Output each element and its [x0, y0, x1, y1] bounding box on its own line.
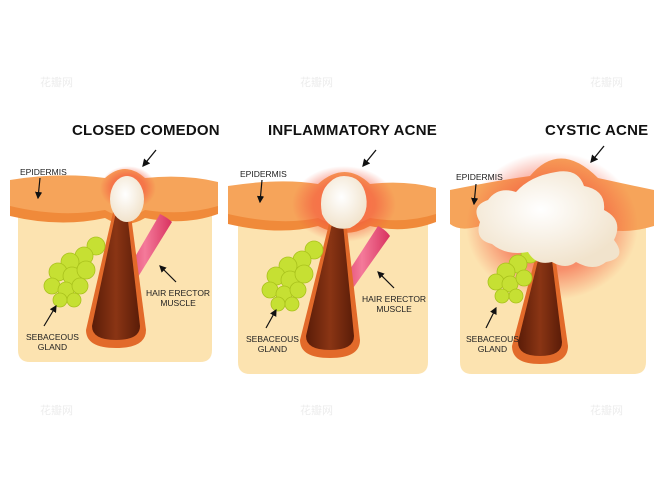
follicle	[306, 223, 354, 350]
gland-arrow	[265, 308, 277, 329]
muscle-arrow	[377, 271, 395, 289]
label-line: SEBACEOUS	[26, 332, 79, 342]
label-line: SEBACEOUS	[466, 334, 519, 344]
follicle	[518, 251, 562, 356]
panel-closed-comedon	[10, 149, 218, 362]
epidermis-arrow	[256, 179, 265, 204]
sebaceous-gland-label: SEBACEOUS GLAND	[246, 334, 299, 354]
panel-cystic-acne	[450, 145, 654, 374]
epidermis-label: EPIDERMIS	[456, 172, 503, 182]
hair-erector-muscle-label: HAIR ERECTOR MUSCLE	[146, 288, 210, 308]
closed-comedon-plug	[110, 176, 144, 222]
pointer-arrow	[142, 149, 157, 168]
sebaceous-gland	[43, 236, 106, 308]
label-line: MUSCLE	[160, 298, 196, 308]
gland-arrow	[43, 304, 57, 327]
label-line: SEBACEOUS	[246, 334, 299, 344]
panel-title-inflammatory-acne: INFLAMMATORY ACNE	[268, 122, 437, 139]
panel-inflammatory-acne	[228, 149, 436, 374]
panel-title-closed-comedon: CLOSED COMEDON	[72, 122, 220, 139]
sebaceous-gland-label: SEBACEOUS GLAND	[466, 334, 519, 354]
panel-title-cystic-acne: CYSTIC ACNE	[545, 122, 649, 139]
pointer-arrow	[362, 149, 377, 168]
label-line: MUSCLE	[376, 304, 412, 314]
gland-arrow	[485, 306, 497, 329]
muscle-arrow	[159, 265, 177, 283]
epidermis-arrow	[35, 177, 43, 200]
epidermis-label: EPIDERMIS	[20, 167, 67, 177]
sebaceous-gland	[261, 240, 324, 312]
cyst	[476, 171, 620, 267]
pus-pocket	[321, 176, 367, 229]
pointer-arrow	[590, 145, 605, 164]
label-line: GLAND	[257, 344, 288, 354]
label-line: GLAND	[37, 342, 68, 352]
label-line: GLAND	[477, 344, 508, 354]
epidermis-label: EPIDERMIS	[240, 169, 287, 179]
label-line: HAIR ERECTOR	[146, 288, 211, 298]
epidermis-arrow	[471, 183, 479, 206]
label-line: HAIR ERECTOR	[362, 294, 427, 304]
follicle	[92, 211, 140, 340]
hair-erector-muscle-label: HAIR ERECTOR MUSCLE	[362, 294, 426, 314]
sebaceous-gland-label: SEBACEOUS GLAND	[26, 332, 79, 352]
